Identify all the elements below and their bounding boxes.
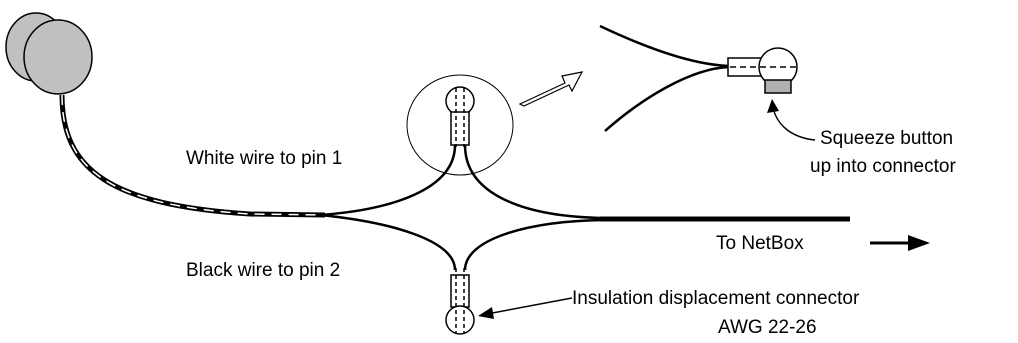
detail-view: [599, 24, 798, 132]
bottom-connector: [445, 268, 475, 335]
top-connector: [445, 86, 475, 147]
split-wires: [319, 144, 606, 271]
speaker-disk: [5, 12, 93, 95]
magnifier-circle: [406, 74, 514, 176]
detail-arrow: [518, 71, 584, 107]
white-wire-label: White wire to pin 1: [186, 148, 342, 169]
squeeze-pointer-arrow: [767, 99, 816, 141]
squeeze-label-line2: up into connector: [810, 156, 956, 177]
idc-label-line2: AWG 22-26: [718, 317, 817, 338]
twisted-cable: [59, 94, 326, 218]
to-netbox-label: To NetBox: [716, 233, 804, 254]
black-wire-label: Black wire to pin 2: [186, 260, 340, 281]
idc-label-line1: Insulation displacement connector: [572, 288, 860, 309]
squeeze-label-line1: Squeeze button: [820, 128, 953, 149]
idc-pointer-arrow: [478, 297, 573, 319]
netbox-arrow: [870, 235, 930, 251]
